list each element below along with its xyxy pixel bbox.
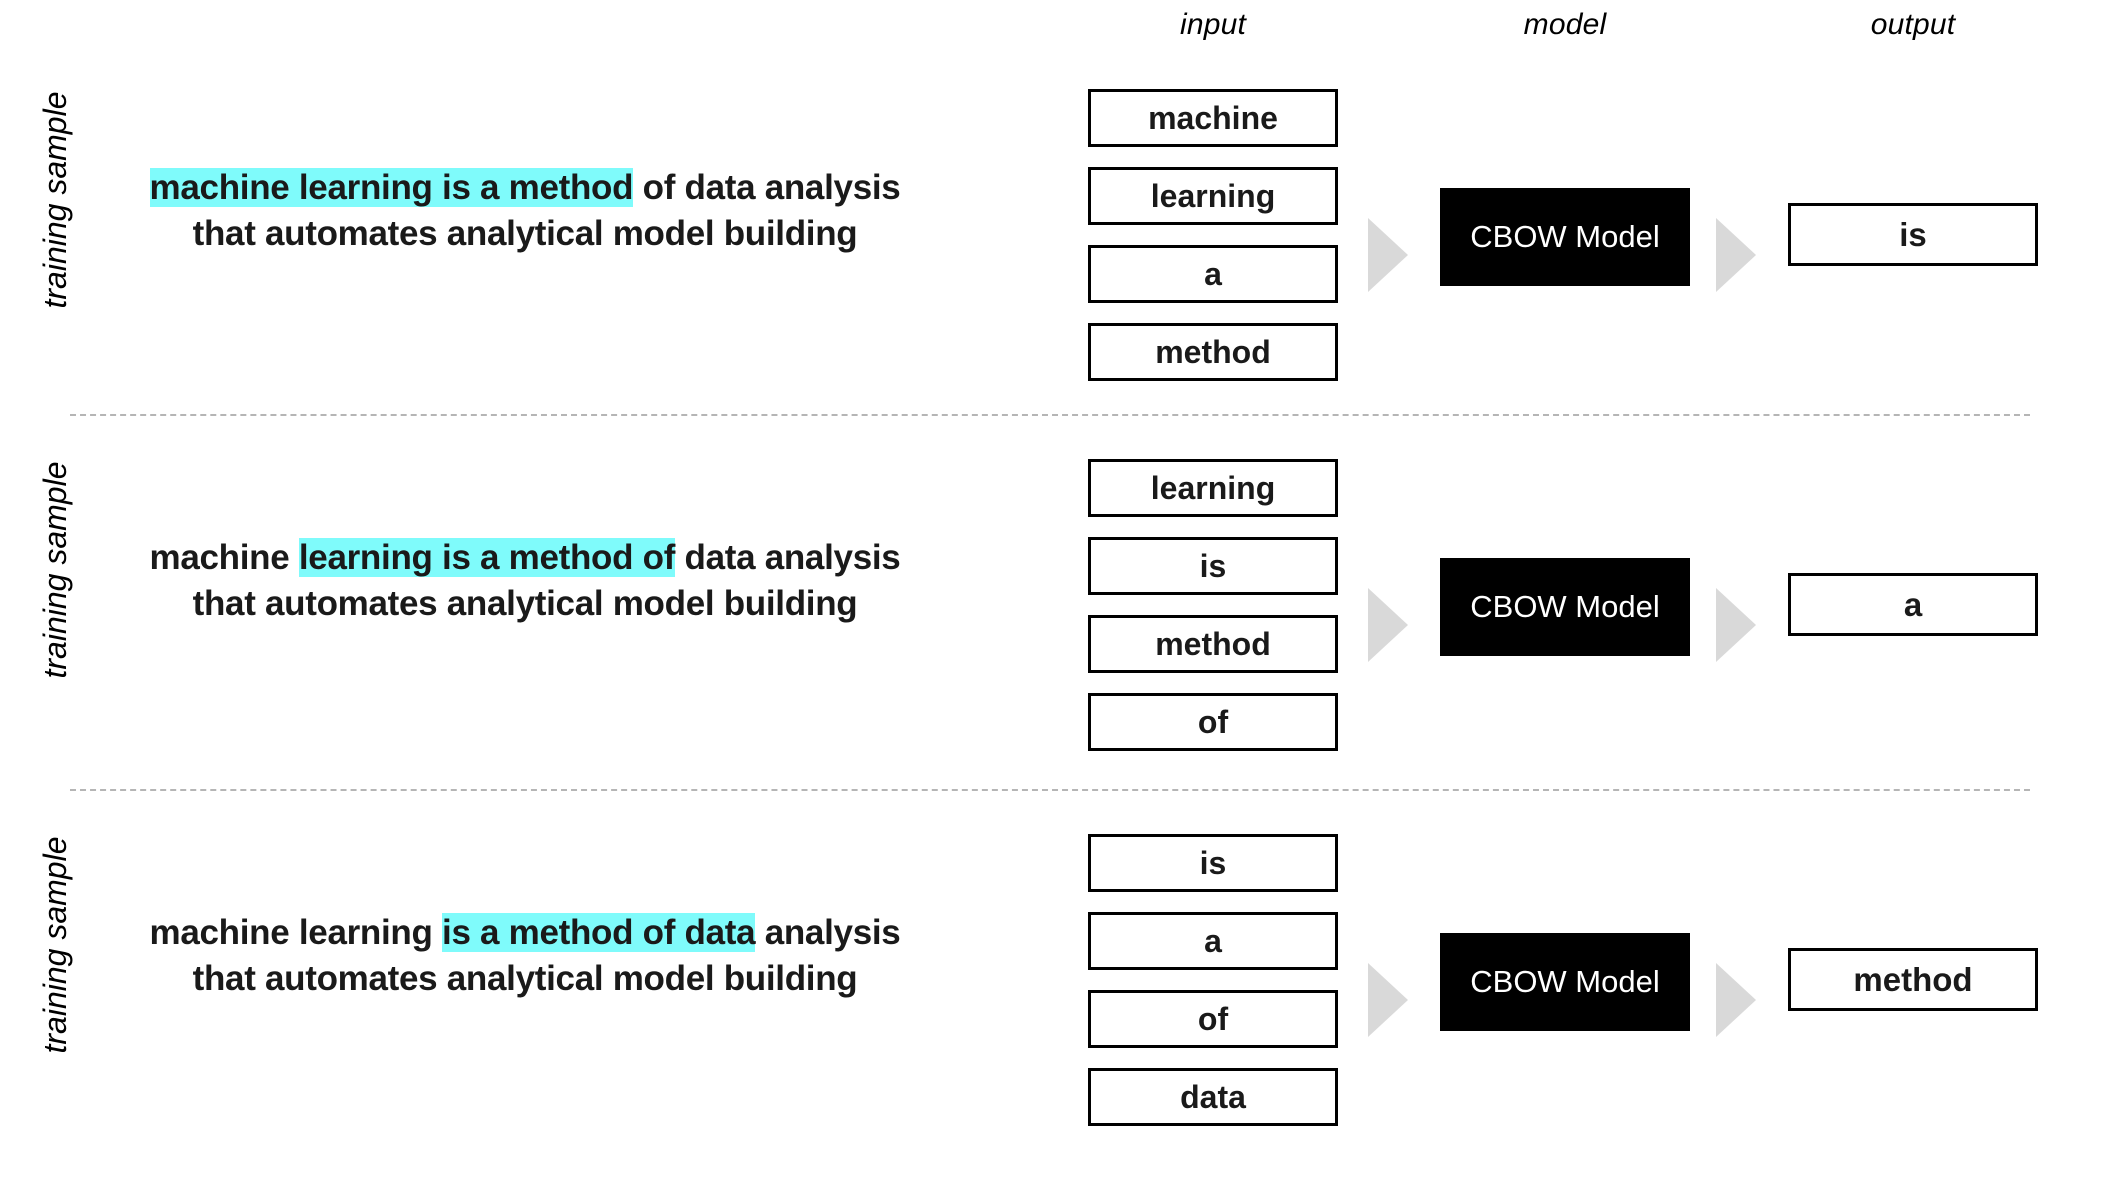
output-word-box: a <box>1788 573 2038 636</box>
row-separator <box>70 789 2030 791</box>
input-word-box: learning <box>1088 459 1338 517</box>
row-separator <box>70 414 2030 416</box>
arrow-right-icon <box>1716 963 1756 1037</box>
row-label-training-sample: training sample <box>37 91 73 309</box>
model-box: CBOW Model <box>1440 933 1690 1031</box>
sentence-highlight: machine learning is a method <box>149 168 634 207</box>
arrow-right-icon <box>1368 963 1408 1037</box>
input-word-box: is <box>1088 537 1338 595</box>
sentence-before: machine <box>149 538 299 577</box>
input-word-box: a <box>1088 912 1338 970</box>
model-box: CBOW Model <box>1440 558 1690 656</box>
input-word-box: data <box>1088 1068 1338 1126</box>
input-word-box: is <box>1088 834 1338 892</box>
arrow-right-icon <box>1716 218 1756 292</box>
arrow-right-icon <box>1716 588 1756 662</box>
row-label-training-sample: training sample <box>37 461 73 679</box>
sentence-highlight: is a method of data <box>442 913 756 952</box>
output-word-box: is <box>1788 203 2038 266</box>
sentence-line-2: that automates analytical model building <box>192 214 858 253</box>
arrow-right-icon <box>1368 218 1408 292</box>
arrow-right-icon <box>1368 588 1408 662</box>
sentence-after: analysis <box>755 913 901 952</box>
training-sample-row: training sample machine learning is a me… <box>0 425 2102 795</box>
sentence-line-2: that automates analytical model building <box>192 959 858 998</box>
column-header-input: input <box>1179 8 1247 41</box>
sentence-line-2: that automates analytical model building <box>192 584 858 623</box>
training-sentence: machine learning is a method of data ana… <box>75 910 975 1002</box>
column-header-model: model <box>1523 8 1607 41</box>
input-word-box: of <box>1088 693 1338 751</box>
training-sample-row: training sample machine learning is a me… <box>0 800 2102 1170</box>
training-sentence: machine learning is a method of data ana… <box>75 535 975 627</box>
column-header-output: output <box>1870 8 1956 41</box>
sentence-before: machine learning <box>149 913 443 952</box>
input-word-box: learning <box>1088 167 1338 225</box>
model-box: CBOW Model <box>1440 188 1690 286</box>
input-word-box: of <box>1088 990 1338 1048</box>
output-word-box: method <box>1788 948 2038 1011</box>
input-word-box: machine <box>1088 89 1338 147</box>
sentence-after: data analysis <box>675 538 901 577</box>
input-word-stack: machine learning a method <box>1088 89 1338 381</box>
input-word-box: method <box>1088 615 1338 673</box>
input-word-stack: is a of data <box>1088 834 1338 1126</box>
training-sample-row: training sample machine learning is a me… <box>0 55 2102 425</box>
row-label-training-sample: training sample <box>37 836 73 1054</box>
input-word-stack: learning is method of <box>1088 459 1338 751</box>
sentence-after: of data analysis <box>633 168 901 207</box>
input-word-box: method <box>1088 323 1338 381</box>
sentence-highlight: learning is a method of <box>298 538 676 577</box>
training-sentence: machine learning is a method of data ana… <box>75 165 975 257</box>
input-word-box: a <box>1088 245 1338 303</box>
